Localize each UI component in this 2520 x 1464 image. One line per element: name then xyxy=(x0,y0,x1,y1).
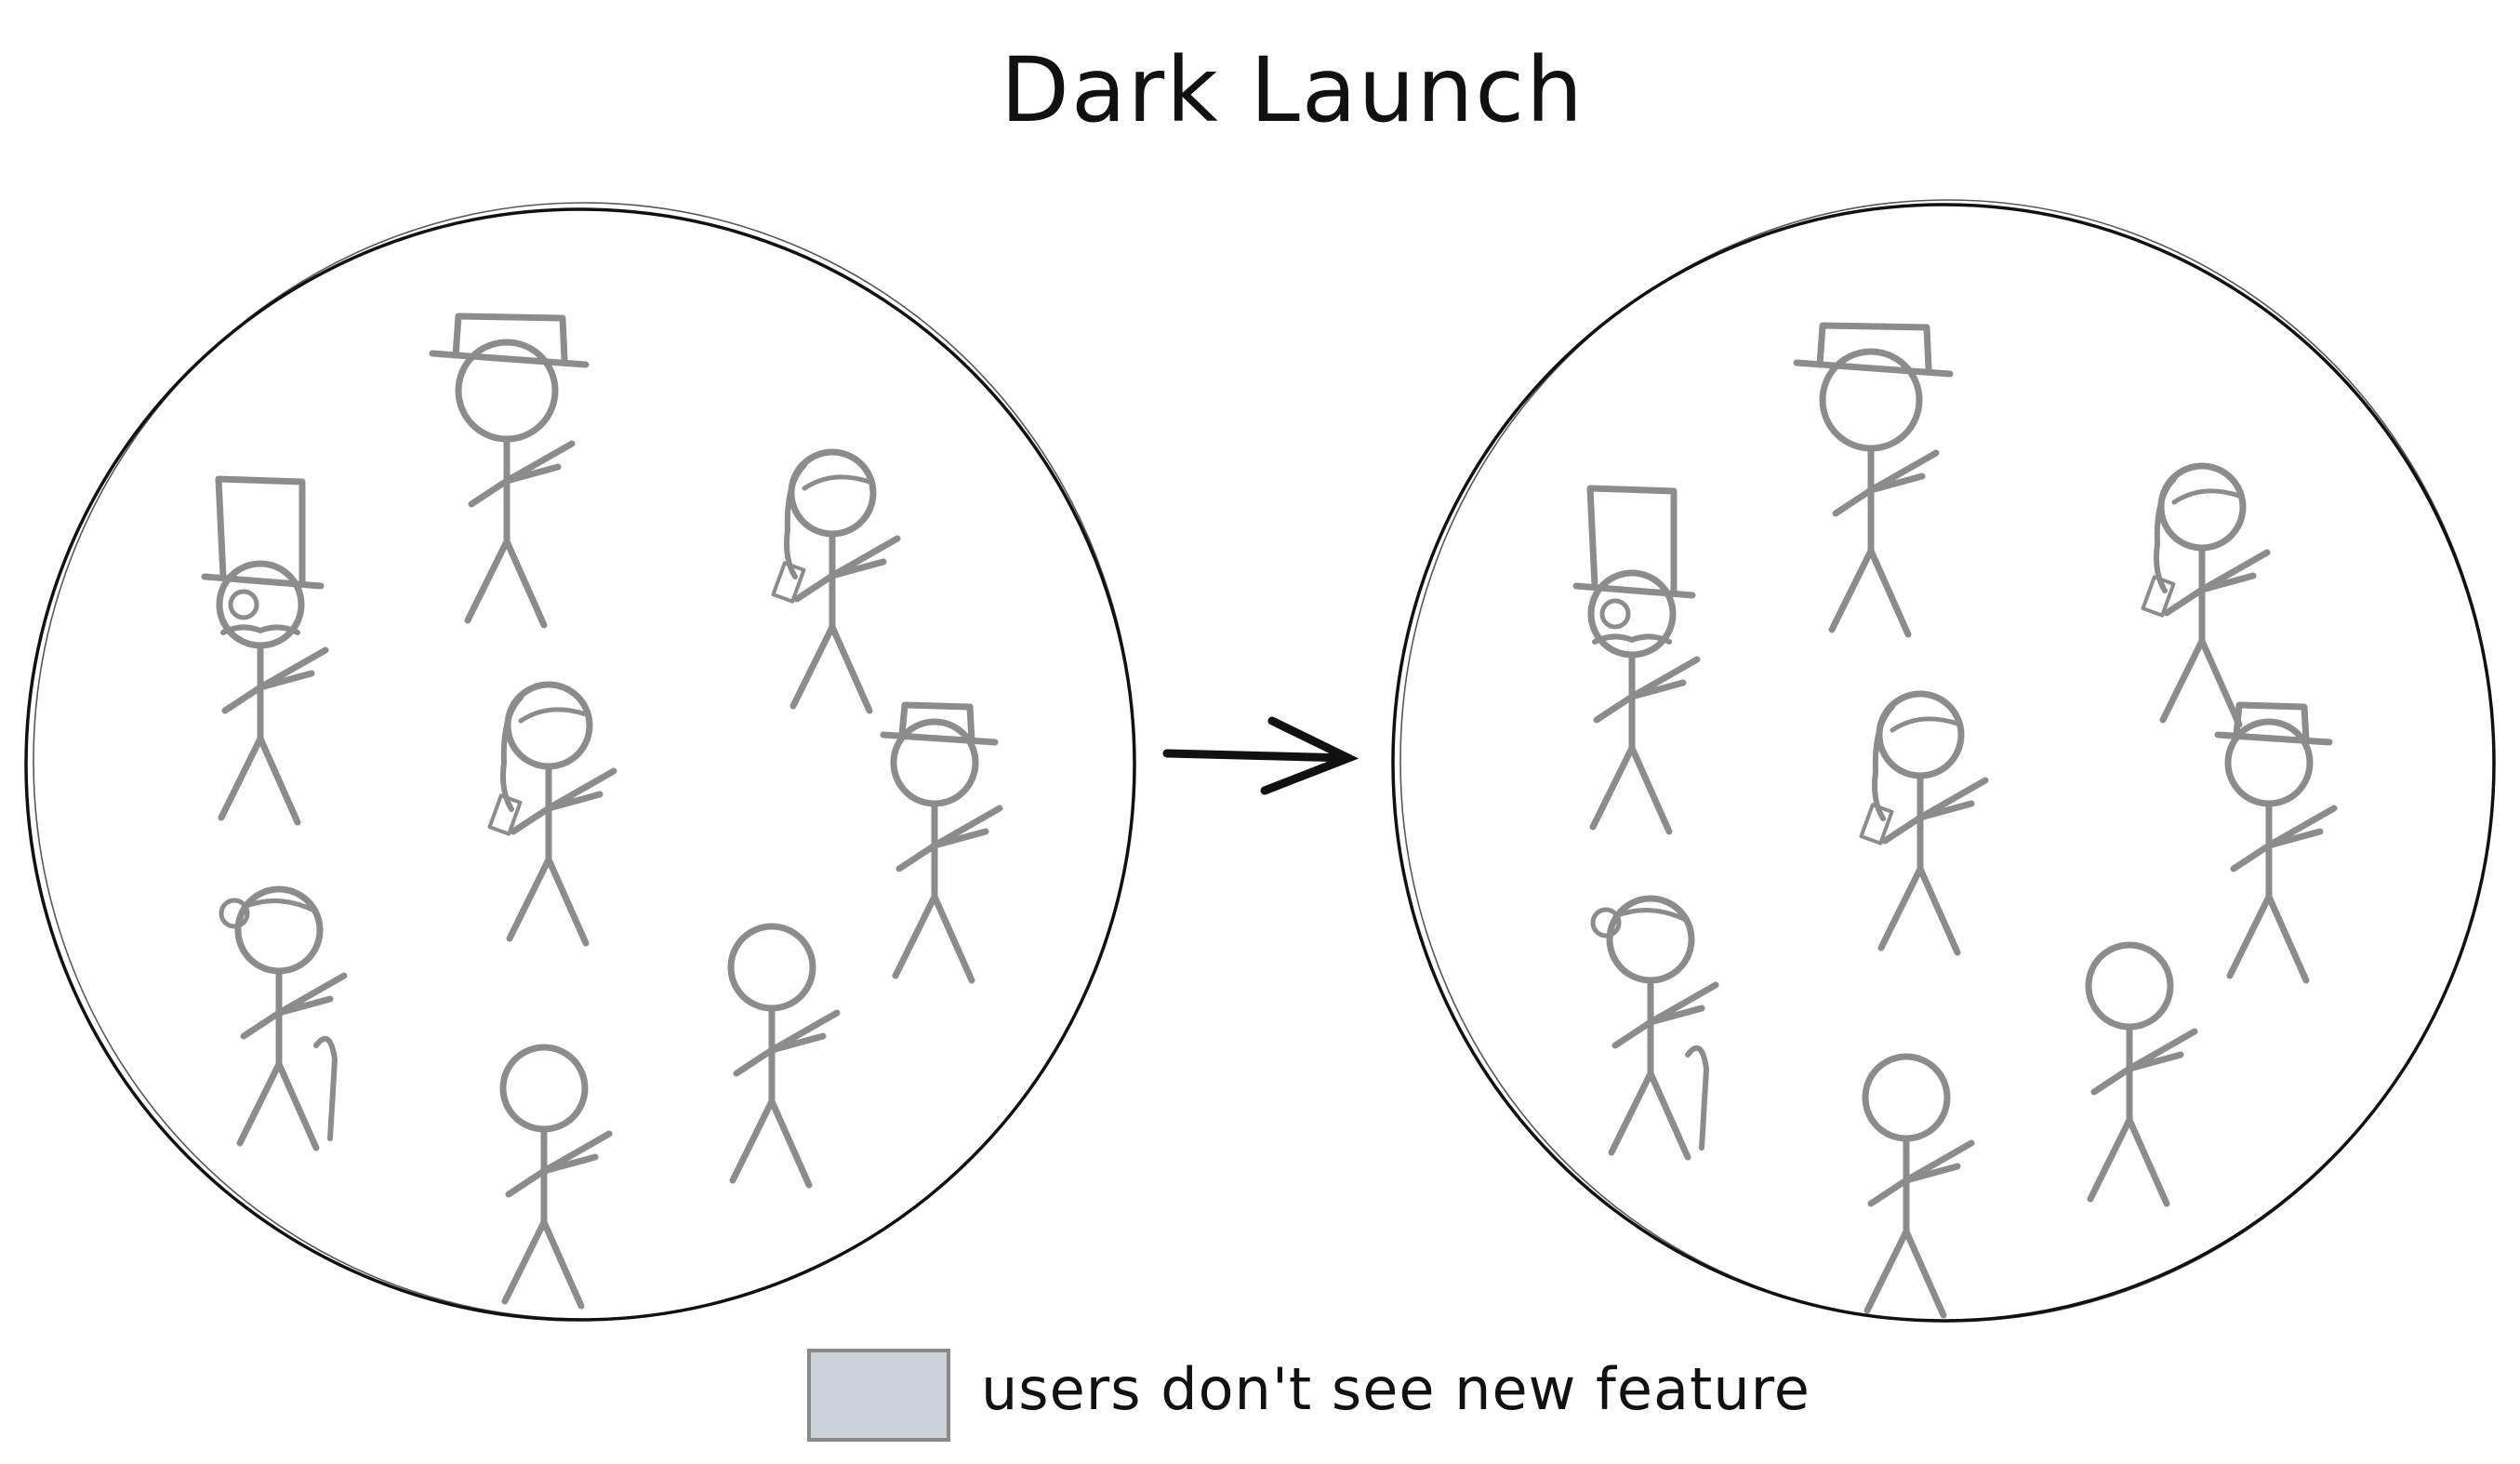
stick-figure-plain xyxy=(1862,1053,1975,1319)
legend-label: users don't see new feature xyxy=(981,1355,1810,1423)
population-circle-before xyxy=(24,202,1136,1322)
population-circle-after xyxy=(1391,199,2496,1323)
stick-figure-fedora xyxy=(1793,322,1954,638)
legend-swatch xyxy=(807,1349,950,1442)
stick-figure-fedora xyxy=(429,313,590,629)
diagram-title: Dark Launch xyxy=(1001,38,1585,142)
stick-figure-bun-cane xyxy=(1590,895,1719,1161)
legend: users don't see new feature xyxy=(807,1349,1810,1442)
arrow-right-icon xyxy=(1162,716,1359,795)
stick-figure-ponytail xyxy=(487,681,617,947)
stick-figure-plain xyxy=(499,1044,613,1310)
stick-figure-bun-cane xyxy=(219,885,348,1151)
figures-after xyxy=(1572,322,2338,1319)
stick-figure-plain xyxy=(2085,941,2198,1207)
stick-figure-top-hat-monocle xyxy=(201,475,329,826)
stick-figure-top-hat-monocle xyxy=(1572,485,1701,835)
stick-figure-small-hat xyxy=(2214,701,2338,984)
stick-figure-ponytail xyxy=(2141,462,2271,728)
figures-before xyxy=(201,313,1003,1310)
stick-figure-plain xyxy=(727,923,841,1189)
stick-figure-ponytail xyxy=(1859,690,1989,956)
stick-figure-ponytail xyxy=(771,448,901,714)
stick-figure-small-hat xyxy=(880,701,1003,984)
